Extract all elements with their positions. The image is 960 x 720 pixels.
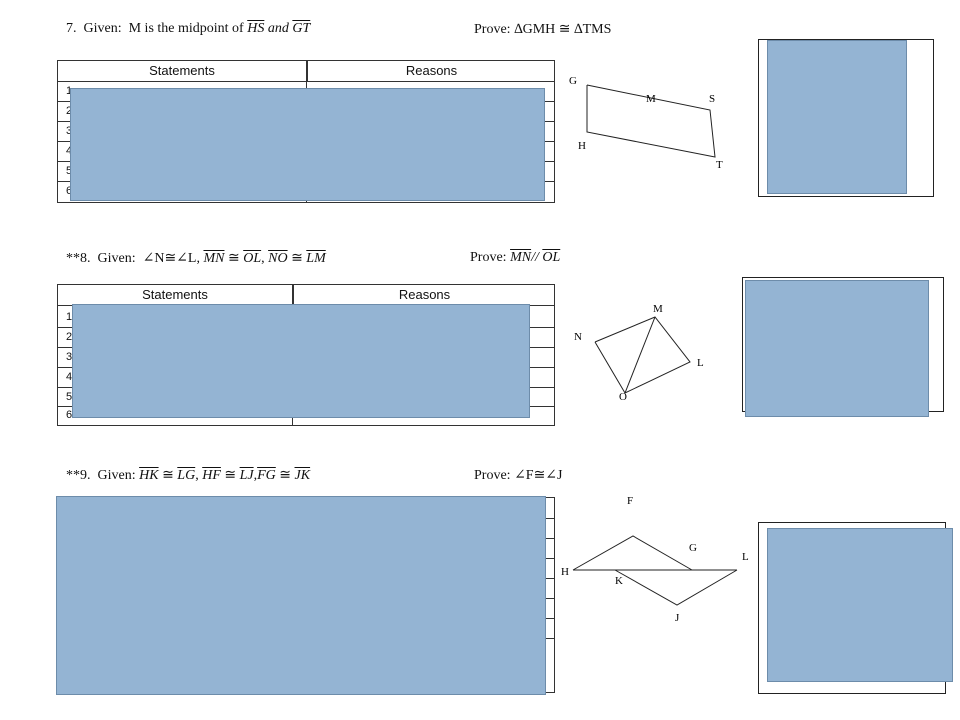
redaction-block: [767, 528, 953, 682]
segment: JK: [294, 468, 311, 483]
statements-header: Statements: [58, 285, 292, 306]
segment: OL: [243, 251, 262, 266]
problem-9-diagram: F G L H K J: [561, 495, 749, 624]
congruent-symbol: ≅: [162, 468, 174, 483]
row-number: 6: [66, 185, 72, 197]
row-number: 3: [66, 351, 73, 363]
row-number: 5: [66, 391, 73, 403]
prove-label: Prove:: [470, 250, 507, 265]
problem-7-given: 7. Given: M is the midpoint of HS and GT: [66, 21, 310, 37]
segment: OL: [542, 250, 561, 265]
point-label: K: [615, 575, 623, 587]
segment: GT: [292, 21, 311, 36]
row-number: 2: [66, 105, 72, 117]
row-number: 4: [66, 145, 72, 157]
point-label: G: [689, 542, 697, 554]
prove-label: Prove:: [474, 468, 511, 483]
problem-8-given: **8. Given: ∠N≅∠L, MN ≅ OL, NO ≅ LM: [66, 251, 326, 266]
reasons-header: Reasons: [293, 285, 555, 306]
segment: MN: [510, 250, 532, 265]
point-label: L: [697, 357, 704, 369]
diagram-lines: [586, 84, 716, 158]
congruent-symbol: ≅: [224, 468, 237, 483]
diagram-lower: [614, 569, 738, 606]
and-word: and: [267, 21, 289, 36]
given-label: Given:: [83, 21, 122, 36]
prove-text: ∠F≅∠J: [514, 468, 563, 483]
row-number: 4: [66, 371, 73, 383]
problem-number: **9.: [66, 468, 91, 483]
problem-8-prove: Prove: MN// OL: [470, 250, 560, 266]
congruent-symbol: ≅: [227, 251, 240, 266]
given-angle: ∠N≅∠L,: [142, 251, 200, 266]
point-label: S: [709, 93, 715, 105]
congruent-symbol: ≅: [279, 468, 292, 483]
reasons-header: Reasons: [307, 61, 555, 82]
prove-label: Prove:: [474, 22, 511, 37]
redaction-block: [745, 280, 929, 417]
segment: NO: [268, 251, 288, 266]
point-label: M: [653, 303, 663, 315]
problem-number: 7.: [66, 21, 77, 36]
problem-9-given: **9. Given: HK ≅ LG, HF ≅ LJ,FG ≅ JK: [66, 468, 311, 483]
diagram-upper: [572, 535, 693, 571]
problem-number: **8.: [66, 251, 91, 266]
statements-header: Statements: [58, 61, 306, 82]
given-label: Given:: [97, 251, 136, 266]
row-number: 5: [66, 165, 72, 177]
segment: LM: [306, 251, 326, 266]
redaction-block: [56, 496, 546, 695]
point-label: F: [627, 495, 633, 507]
parallel-symbol: //: [531, 250, 539, 265]
segment: HK: [139, 468, 159, 483]
given-text: M is the midpoint of: [128, 21, 244, 36]
segment: HS: [247, 21, 265, 36]
redaction-block: [72, 304, 530, 418]
segment: LJ: [239, 468, 254, 483]
row-number: 1: [66, 311, 73, 323]
given-label: Given:: [97, 468, 136, 483]
point-label: T: [716, 159, 723, 171]
row-number: 2: [66, 331, 73, 343]
prove-text: ∆GMH ≅ ∆TMS: [514, 22, 612, 37]
row-number: 3: [66, 125, 72, 137]
point-label: L: [742, 551, 749, 563]
segment: MN: [203, 251, 225, 266]
point-label: M: [646, 93, 656, 105]
problem-7-prove: Prove: ∆GMH ≅ ∆TMS: [474, 21, 611, 38]
redaction-block: [767, 40, 907, 194]
segment: LG: [177, 468, 196, 483]
segment: HF: [202, 468, 221, 483]
problem-9-prove: Prove: ∠F≅∠J: [474, 467, 563, 484]
redaction-block: [70, 88, 545, 201]
diagram-quadrilateral: [594, 316, 691, 394]
segment: FG: [257, 468, 276, 483]
row-number: 1: [66, 85, 72, 97]
point-label: G: [569, 75, 577, 87]
point-label: N: [574, 331, 582, 343]
problem-8-diagram: M N L O: [574, 303, 704, 403]
diagram-diagonal: [624, 316, 656, 394]
point-label: O: [619, 391, 627, 403]
point-label: H: [578, 140, 586, 152]
point-label: J: [675, 612, 680, 624]
problem-7-diagram: G M S H T: [569, 75, 723, 171]
congruent-symbol: ≅: [291, 251, 303, 266]
point-label: H: [561, 566, 569, 578]
